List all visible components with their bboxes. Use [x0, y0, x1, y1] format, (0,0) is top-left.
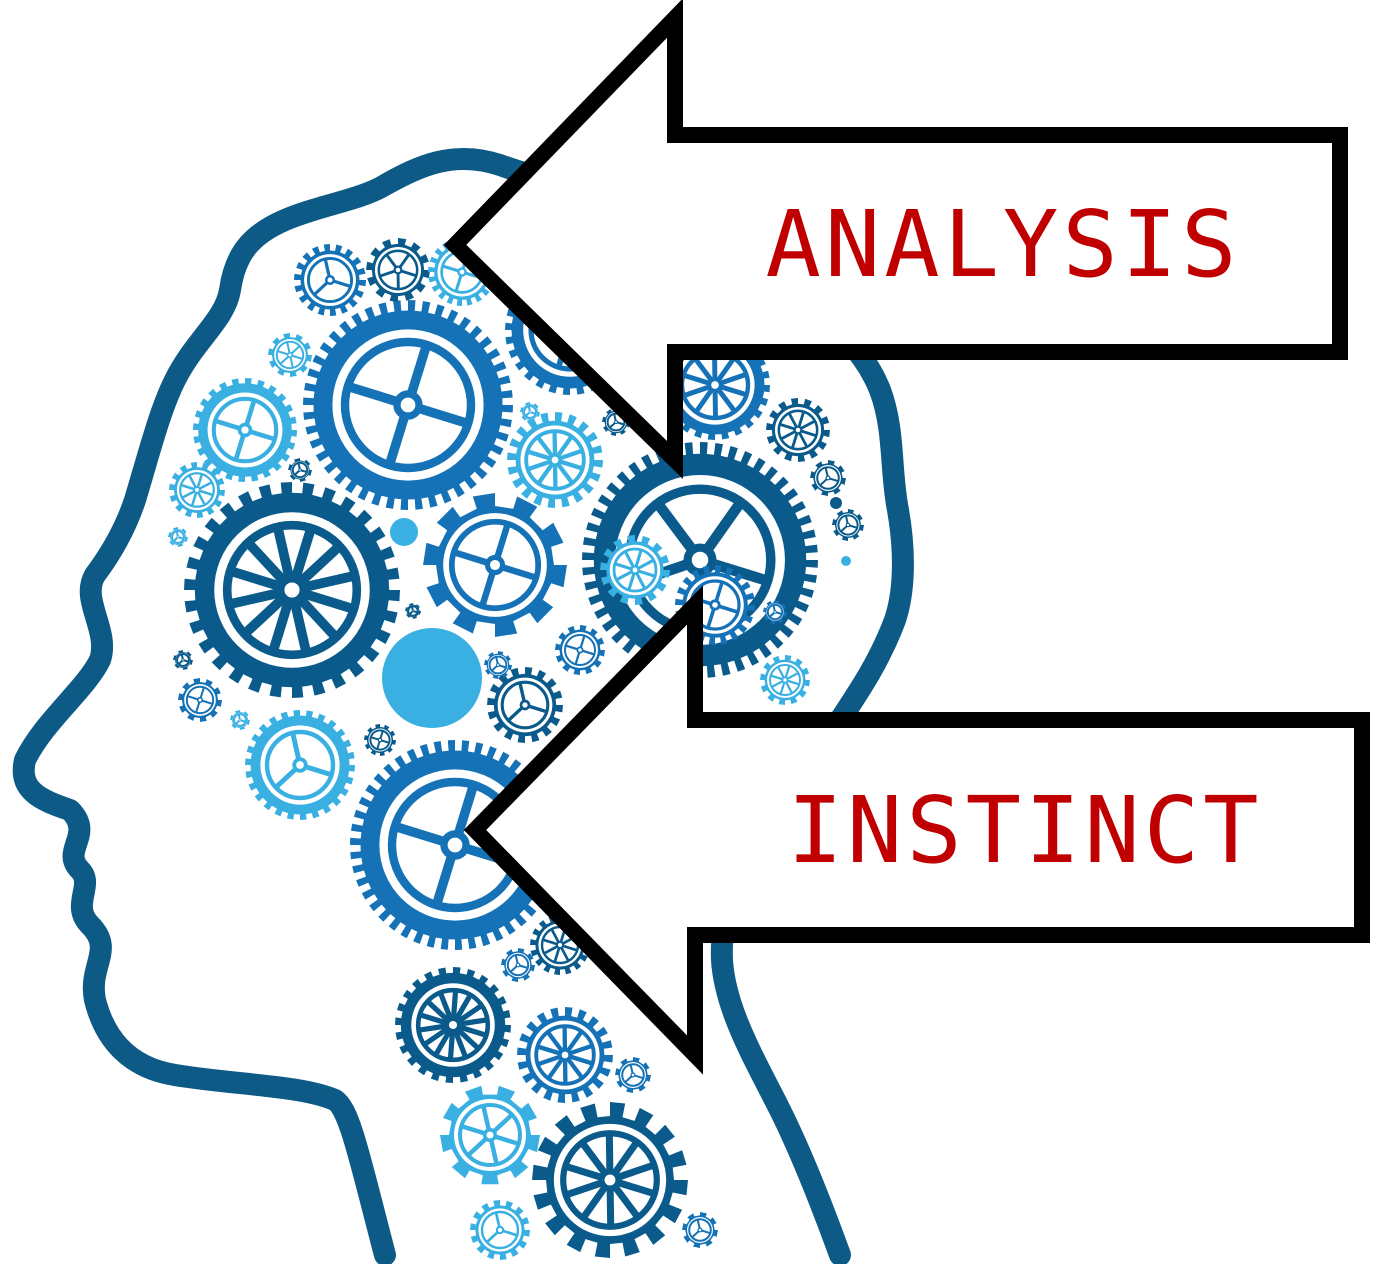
gear-icon — [230, 710, 250, 730]
instinct-arrow: INSTINCT — [463, 585, 1370, 1075]
gear-icon — [245, 710, 355, 820]
gear-dot-icon — [841, 556, 851, 566]
gear-icon — [193, 378, 297, 482]
arrow-left-icon — [443, 0, 1348, 480]
gear-icon — [532, 1102, 688, 1258]
gear-icon — [470, 1200, 530, 1260]
gear-icon — [832, 509, 864, 541]
analysis-arrow: ANALYSIS — [443, 0, 1348, 480]
instinct-label: INSTINCT — [787, 777, 1262, 884]
gear-icon — [268, 333, 312, 377]
gear-icon — [555, 625, 605, 675]
gear-icon — [288, 458, 312, 482]
gear-icon — [178, 678, 222, 722]
gear-icon — [168, 527, 188, 547]
arrow-left-icon — [463, 585, 1370, 1075]
gear-icon — [169, 462, 225, 518]
gear-icon — [405, 603, 421, 619]
gear-icon — [366, 238, 430, 302]
gear-cluster — [168, 238, 864, 1260]
gear-icon — [682, 1212, 718, 1248]
gear-dot-icon — [382, 628, 482, 728]
gear-icon — [364, 724, 396, 756]
gear-icon — [763, 600, 787, 624]
gear-icon — [395, 967, 511, 1083]
gear-icon — [600, 535, 670, 605]
gear-icon — [760, 655, 810, 705]
gear-icon — [440, 1085, 540, 1185]
gear-icon — [766, 398, 830, 462]
gear-icon — [184, 482, 400, 698]
gear-dot-icon — [390, 518, 418, 546]
gear-icon — [517, 1007, 613, 1103]
gear-icon — [294, 244, 366, 316]
gear-icon — [810, 460, 846, 496]
gear-icon — [423, 493, 567, 637]
gear-icon — [487, 667, 563, 743]
gear-icon — [173, 650, 193, 670]
analysis-label: ANALYSIS — [765, 191, 1240, 298]
gear-icon — [520, 402, 540, 422]
gear-icon — [507, 412, 603, 508]
gear-icon — [484, 651, 512, 679]
gear-icon — [501, 948, 535, 982]
gear-icon — [615, 1057, 651, 1093]
gear-icon — [303, 300, 513, 510]
gear-dot-icon — [830, 497, 842, 509]
